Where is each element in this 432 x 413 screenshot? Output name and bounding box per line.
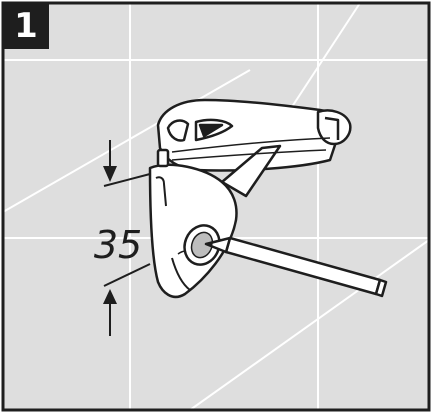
- dimension-arrow-icon: [103, 140, 151, 336]
- step-number-badge: 1: [3, 3, 49, 49]
- pencil-icon: [183, 224, 388, 298]
- dimension-label: 35: [94, 223, 142, 267]
